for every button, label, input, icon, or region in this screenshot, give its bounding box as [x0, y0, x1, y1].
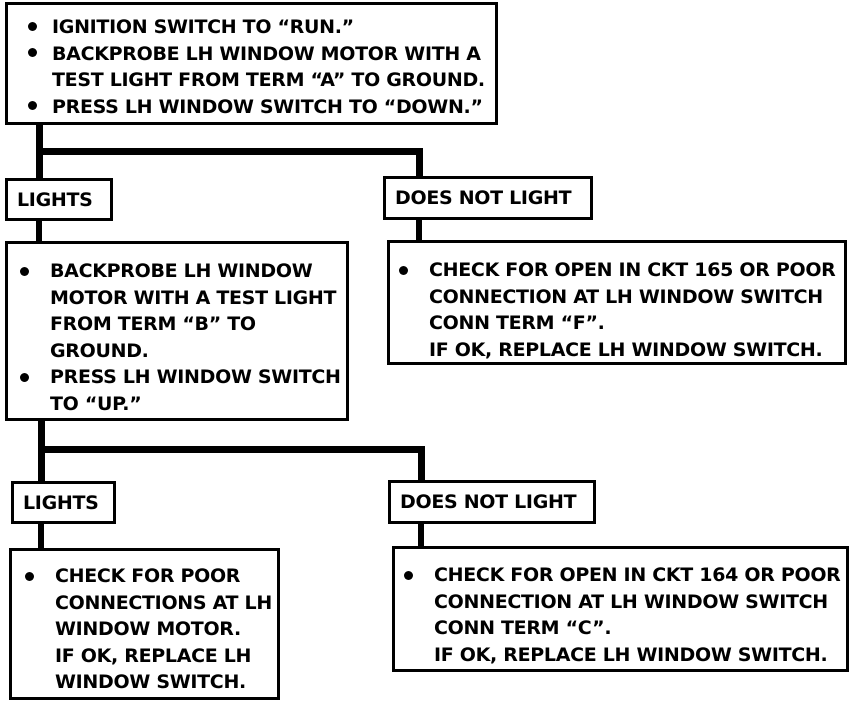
start-step-line: BACKPROBE LH WINDOW MOTOR WITH A: [52, 43, 481, 65]
does-not-light-label: DOES NOT LIGHT: [388, 480, 596, 524]
result3-line: IF OK, REPLACE LH WINDOW SWITCH.: [434, 644, 828, 666]
result1-line: CONN TERM “F”.: [429, 312, 605, 334]
result3-line: CONNECTION AT LH WINDOW SWITCH: [434, 591, 828, 613]
lights-label-text: LIGHTS: [17, 188, 93, 211]
start-step-box: IGNITION SWITCH TO “RUN.” BACKPROBE LH W…: [5, 2, 498, 125]
result2-line: CHECK FOR POOR: [55, 565, 241, 587]
result3-line: CONN TERM “C”.: [434, 617, 612, 639]
connector-line: [418, 446, 425, 482]
check-ckt-164-box: CHECK FOR OPEN IN CKT 164 OR POOR CONNEC…: [392, 546, 849, 672]
result1-line: CHECK FOR OPEN IN CKT 165 OR POOR: [429, 259, 836, 281]
start-step-line: IGNITION SWITCH TO “RUN.”: [52, 16, 354, 38]
bullet-icon: [20, 373, 29, 382]
start-step-line: PRESS LH WINDOW SWITCH TO “DOWN.”: [52, 96, 483, 118]
connector-line: [36, 148, 423, 155]
bullet-icon: [25, 572, 34, 581]
does-not-light-label-text: DOES NOT LIGHT: [400, 491, 577, 513]
connector-line: [416, 219, 422, 242]
bullet-icon: [28, 22, 37, 31]
step2-line: MOTOR WITH A TEST LIGHT: [50, 287, 337, 309]
result2-line: IF OK, REPLACE LH: [55, 645, 252, 667]
does-not-light-label: DOES NOT LIGHT: [383, 176, 593, 220]
result2-line: WINDOW MOTOR.: [55, 618, 241, 640]
check-ckt-165-box: CHECK FOR OPEN IN CKT 165 OR POOR CONNEC…: [387, 240, 847, 365]
backprobe-term-b-box: BACKPROBE LH WINDOW MOTOR WITH A TEST LI…: [5, 241, 349, 421]
result1-line: CONNECTION AT LH WINDOW SWITCH: [429, 286, 823, 308]
connector-line: [38, 446, 425, 453]
lights-label-text: LIGHTS: [23, 491, 99, 514]
bullet-icon: [28, 101, 37, 110]
connector-line: [418, 522, 424, 549]
result2-line: CONNECTIONS AT LH: [55, 592, 272, 614]
connector-line: [38, 522, 44, 550]
connector-line: [416, 148, 423, 178]
does-not-light-label-text: DOES NOT LIGHT: [395, 187, 572, 209]
bullet-icon: [404, 571, 413, 580]
result3-line: CHECK FOR OPEN IN CKT 164 OR POOR: [434, 564, 841, 586]
lights-label: LIGHTS: [11, 481, 116, 524]
step2-line: TO “UP.”: [50, 393, 142, 415]
bullet-icon: [20, 267, 29, 276]
bullet-icon: [28, 48, 37, 57]
step2-line: BACKPROBE LH WINDOW: [50, 260, 313, 282]
result2-line: WINDOW SWITCH.: [55, 671, 246, 693]
bullet-icon: [399, 266, 408, 275]
start-step-line: TEST LIGHT FROM TERM “A” TO GROUND.: [52, 69, 485, 91]
check-poor-connections-box: CHECK FOR POOR CONNECTIONS AT LH WINDOW …: [9, 548, 280, 700]
step2-line: FROM TERM “B” TO: [50, 313, 256, 335]
result1-line: IF OK, REPLACE LH WINDOW SWITCH.: [429, 339, 823, 361]
lights-label: LIGHTS: [5, 178, 113, 221]
step2-line: GROUND.: [50, 340, 149, 362]
connector-line: [36, 219, 42, 243]
step2-line: PRESS LH WINDOW SWITCH: [50, 366, 341, 388]
